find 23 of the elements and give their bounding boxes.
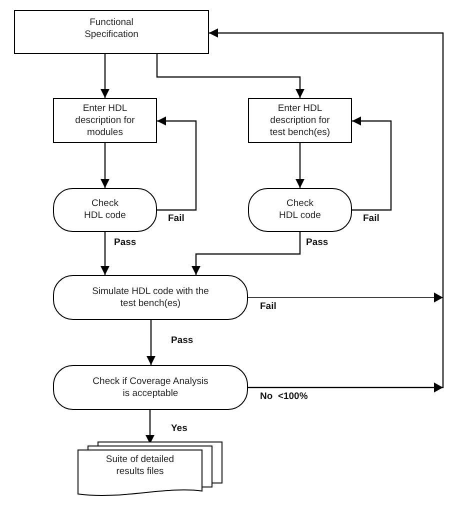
terminal-shape xyxy=(53,275,248,320)
process-box xyxy=(14,10,209,54)
edge-label: No <100% xyxy=(259,391,309,402)
node-label: Suite of detailed results files xyxy=(104,454,176,478)
edge-label: Fail xyxy=(167,213,186,224)
node-label: Simulate HDL code with the test bench(es) xyxy=(91,286,210,310)
node-label: Functional Specification xyxy=(84,17,140,41)
edge-label: Pass xyxy=(305,237,330,248)
node-label: Check HDL code xyxy=(278,198,322,222)
edge-label: Fail xyxy=(259,301,278,312)
process-box xyxy=(248,98,352,143)
node-label: Check HDL code xyxy=(83,198,127,222)
node-label: Check if Coverage Analysis is acceptable xyxy=(92,376,210,400)
node-label: Enter HDL description for modules xyxy=(74,102,136,138)
edge-label: Fail xyxy=(362,213,380,224)
edge-label: Pass xyxy=(113,237,138,248)
process-box xyxy=(53,98,157,143)
edge-label: Yes xyxy=(170,423,188,434)
terminal-shape xyxy=(53,365,248,410)
terminal-shape xyxy=(53,188,157,232)
node-label: Enter HDL description for test bench(es) xyxy=(268,102,332,138)
terminal-shape xyxy=(248,188,352,232)
edge-label: Pass xyxy=(170,335,194,346)
